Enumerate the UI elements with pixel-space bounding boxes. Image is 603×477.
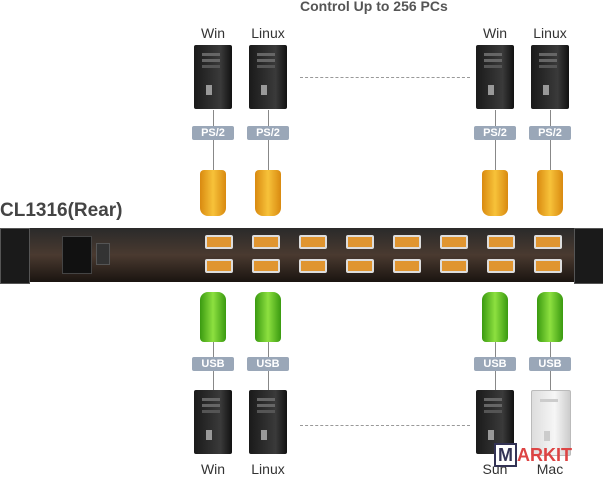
usb-badge: USB	[247, 357, 289, 371]
watermark-text: ARKIT	[517, 445, 572, 465]
vga-port	[252, 259, 280, 273]
pc-label-top: Win	[200, 25, 226, 41]
vga-port	[252, 235, 280, 249]
vga-port	[487, 235, 515, 249]
vga-port	[299, 259, 327, 273]
vga-port	[393, 235, 421, 249]
cable-line	[268, 110, 269, 170]
usb-connector-icon	[482, 292, 508, 342]
computer-icon	[194, 45, 232, 109]
ps2-connector-icon	[255, 170, 281, 216]
power-switch	[96, 243, 110, 265]
mac-computer-icon	[531, 390, 571, 456]
computer-icon	[476, 45, 514, 109]
computer-icon	[531, 45, 569, 109]
ps2-badge: PS/2	[192, 126, 234, 140]
pc-label-bottom: Win	[200, 461, 226, 477]
computer-icon	[249, 45, 287, 109]
vga-port	[393, 259, 421, 273]
usb-badge: USB	[192, 357, 234, 371]
vga-port	[205, 259, 233, 273]
computer-icon	[194, 390, 232, 454]
pc-label-bottom: Mac	[536, 461, 564, 477]
ps2-connector-icon	[200, 170, 226, 216]
pc-label-top: Win	[482, 25, 508, 41]
usb-badge: USB	[529, 357, 571, 371]
power-socket-icon	[62, 236, 92, 274]
vga-port	[205, 235, 233, 249]
diagram-title: Control Up to 256 PCs	[300, 0, 448, 14]
cable-line	[550, 110, 551, 170]
vga-port	[346, 259, 374, 273]
usb-connector-icon	[255, 292, 281, 342]
vga-port	[534, 259, 562, 273]
usb-badge: USB	[474, 357, 516, 371]
ps2-connector-icon	[482, 170, 508, 216]
watermark-box: M	[494, 443, 517, 467]
rack-ear-right	[574, 228, 603, 284]
ps2-connector-icon	[537, 170, 563, 216]
computer-icon	[249, 390, 287, 454]
usb-connector-icon	[537, 292, 563, 342]
vga-port	[299, 235, 327, 249]
cable-line	[213, 110, 214, 170]
pc-label-bottom: Linux	[251, 461, 285, 477]
continuation-dashes-top	[300, 77, 470, 78]
vga-port	[346, 235, 374, 249]
usb-connector-icon	[200, 292, 226, 342]
vga-port	[534, 235, 562, 249]
ps2-badge: PS/2	[247, 126, 289, 140]
pc-label-top: Linux	[251, 25, 285, 41]
cable-line	[495, 110, 496, 170]
vga-port	[440, 235, 468, 249]
rack-ear-left	[0, 228, 30, 284]
ps2-badge: PS/2	[529, 126, 571, 140]
vga-port	[487, 259, 515, 273]
continuation-dashes-bottom	[300, 425, 470, 426]
device-label: CL1316(Rear)	[0, 200, 123, 221]
vga-port	[440, 259, 468, 273]
ps2-badge: PS/2	[474, 126, 516, 140]
pc-label-top: Linux	[533, 25, 567, 41]
